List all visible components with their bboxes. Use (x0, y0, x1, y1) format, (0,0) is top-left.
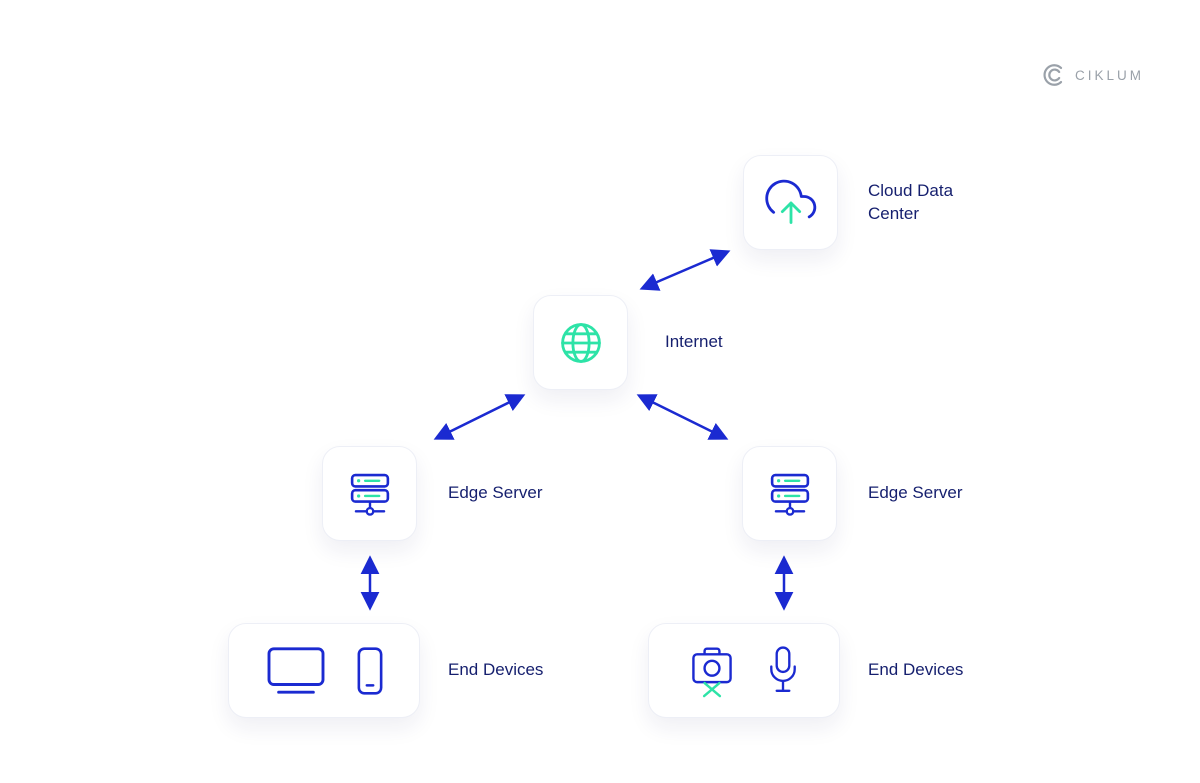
globe-icon (560, 322, 601, 363)
node-cloud-data-center (743, 155, 838, 250)
cloud-data-center-label: Cloud Data Center (868, 180, 954, 223)
brand-logo: CIKLUM (1041, 62, 1144, 88)
cloud-upload-icon (764, 179, 816, 224)
connection-internet-cloud (639, 249, 731, 291)
node-end-devices-left (228, 623, 420, 718)
node-end-devices-right (648, 623, 840, 718)
end-devices-right-label: End Devices (868, 660, 964, 680)
server-icon (350, 473, 389, 516)
monitor-icon (267, 646, 325, 694)
brand-logo-text: CIKLUM (1074, 67, 1144, 83)
end-devices-left-label: End Devices (448, 660, 544, 680)
edge-server-right-label: Edge Server (868, 483, 963, 503)
node-edge-server-right (742, 446, 837, 541)
node-internet (533, 295, 628, 390)
internet-label: Internet (665, 332, 723, 352)
edge-server-left-label: Edge Server (448, 483, 543, 503)
ciklum-logo-icon (1043, 64, 1063, 86)
node-edge-server-left (322, 446, 417, 541)
microphone-icon (770, 645, 796, 692)
connection-internet-edge-right (636, 394, 729, 440)
connection-internet-edge-left (433, 394, 526, 440)
server-icon (770, 473, 809, 516)
smartphone-icon (357, 646, 383, 695)
camera-icon (692, 647, 732, 697)
